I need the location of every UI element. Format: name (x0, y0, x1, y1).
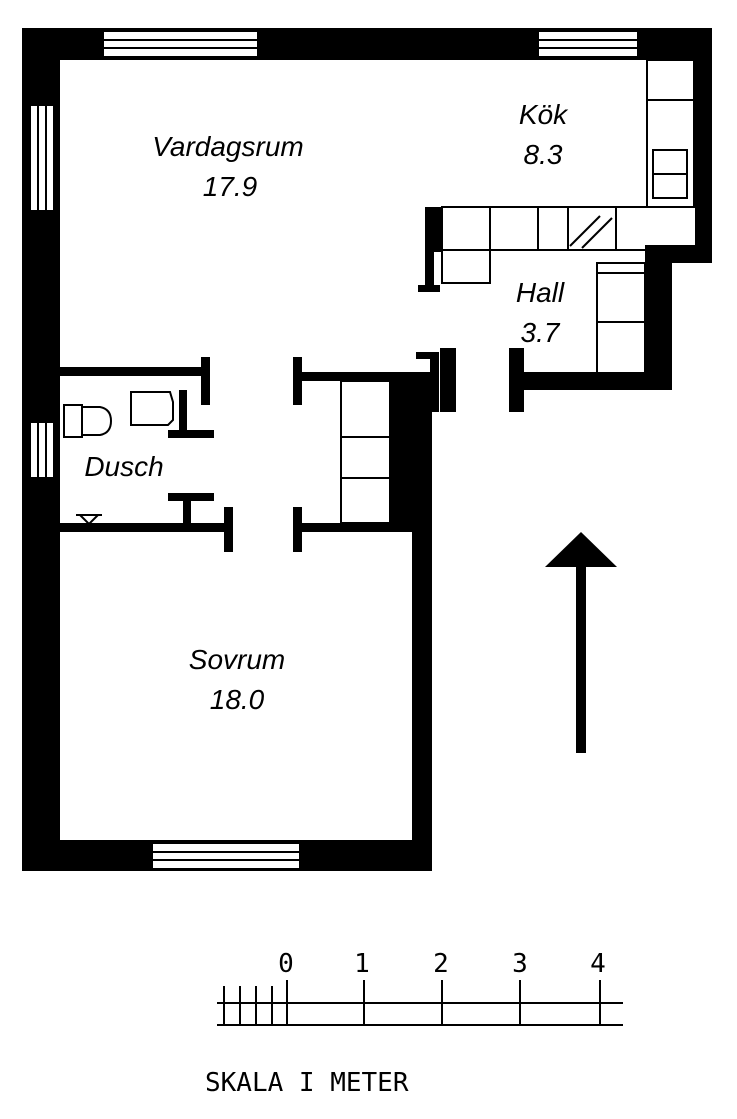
north-arrow-icon (545, 532, 617, 753)
wall-hall-bottom (520, 372, 672, 390)
wall-bath-top (60, 367, 210, 376)
window-top-right (537, 30, 639, 58)
wall-center-top (302, 372, 392, 381)
interior-walls (60, 207, 524, 552)
scale-tick-2: 2 (433, 949, 449, 979)
wall-kitchen-stub-lower (425, 245, 434, 290)
room-name-kok: Kök (519, 99, 569, 130)
window-left-bath (29, 421, 55, 479)
wall-bath-side-upper-foot (168, 430, 214, 438)
stove-icon (652, 149, 688, 199)
scale-tick-0: 0 (278, 949, 294, 979)
scale-caption: SKALA I METER (205, 1068, 409, 1098)
room-area-sovrum: 18.0 (210, 684, 265, 715)
scale-bar: 0 1 2 3 4 SKALA I METER (205, 949, 623, 1098)
door-jamb-bath-bottom (224, 507, 233, 552)
kitchen-low-cabinet (441, 249, 491, 284)
room-name-sovrum: Sovrum (189, 644, 285, 675)
scale-tick-1: 1 (354, 949, 370, 979)
room-name-vardagsrum: Vardagsrum (152, 131, 303, 162)
wall-bath-bottom (60, 523, 232, 532)
wall-center-bottom (302, 523, 392, 532)
kitchen-sink-icon (569, 215, 613, 249)
wall-hall-right (645, 245, 672, 390)
room-labels: Vardagsrum 17.9 Kök 8.3 Hall 3.7 Dusch S… (84, 99, 569, 715)
wall-hall-post (430, 352, 439, 412)
wall-kitchen-stub-foot (418, 285, 440, 292)
wall-bath-side-lower (183, 495, 191, 528)
wall-kitchen-stub (425, 207, 442, 252)
scale-tick-4: 4 (590, 949, 606, 979)
center-closet (340, 380, 391, 524)
room-name-hall: Hall (516, 277, 565, 308)
window-left-living (29, 104, 55, 212)
floor-drain-icon (76, 514, 102, 526)
wall-bath-side-upper (179, 390, 187, 434)
door-jamb-entrance-right (509, 348, 524, 412)
room-area-kok: 8.3 (524, 139, 563, 170)
kitchen-cabinet-top (646, 59, 695, 101)
kitchen-cabinet-mid (646, 99, 695, 208)
hall-wardrobe (596, 262, 646, 374)
door-jamb-center-bottom (293, 507, 302, 552)
door-jamb-bath-top (201, 357, 210, 405)
outer-walls (22, 28, 712, 871)
wall-hall-post-top (416, 352, 438, 359)
windows (29, 30, 639, 870)
wall-center-block (390, 372, 432, 532)
door-jamb-center-top (293, 357, 302, 405)
toilet-icon (63, 404, 113, 438)
wall-bath-side-lower-cap (168, 493, 214, 501)
door-jamb-entrance-left (440, 348, 456, 412)
kitchen-fixtures (441, 59, 695, 284)
scale-tick-3: 3 (512, 949, 528, 979)
room-name-dusch: Dusch (84, 451, 163, 482)
room-area-hall: 3.7 (521, 317, 561, 348)
scale-lines (217, 980, 623, 1026)
window-top-left (102, 30, 259, 58)
sink-icon (130, 391, 174, 426)
wall-right-kitchen (695, 28, 712, 263)
room-area-vardagsrum: 17.9 (203, 171, 258, 202)
window-bottom-bedroom (151, 842, 301, 870)
